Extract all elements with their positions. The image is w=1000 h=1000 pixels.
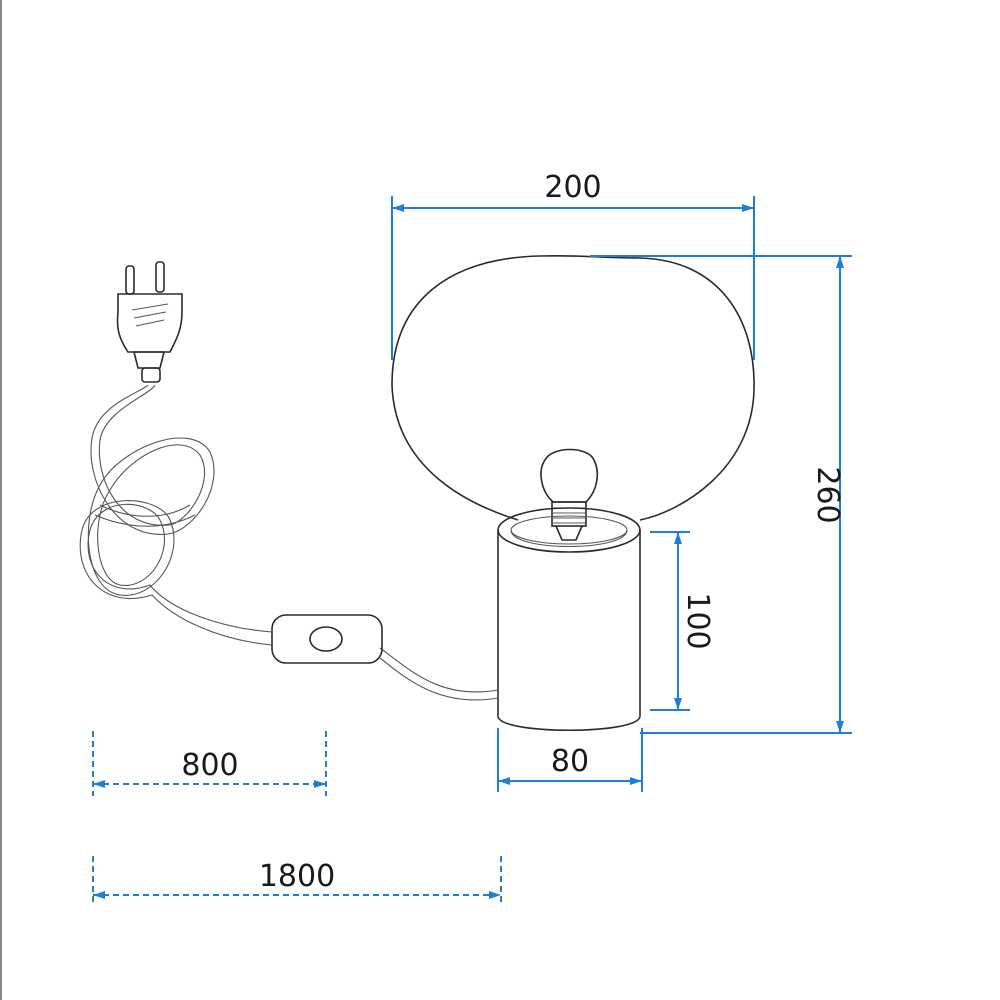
dim-cable-length: 1800	[92, 856, 502, 906]
lamp-base	[497, 507, 641, 732]
dim-shade-width: 200	[391, 170, 755, 360]
dim-label-cable-length: 1800	[259, 859, 335, 894]
dim-base-height: 100	[650, 531, 715, 711]
dim-label-total-height: 260	[810, 466, 845, 523]
bulb-icon	[540, 448, 599, 541]
dim-label-shade-width: 200	[544, 170, 601, 205]
dim-label-base-width: 80	[551, 744, 589, 779]
dim-label-switch-cable: 800	[181, 748, 238, 783]
lamp-shade	[391, 255, 755, 521]
inline-switch	[271, 614, 383, 664]
cable-base-to-switch	[379, 647, 499, 693]
dim-label-base-height: 100	[680, 592, 715, 649]
plug-icon	[116, 261, 183, 383]
dim-total-height: 260	[590, 255, 852, 734]
dim-switch-cable: 800	[92, 731, 327, 796]
cable-coil	[87, 384, 273, 633]
dim-base-width: 80	[497, 728, 643, 792]
